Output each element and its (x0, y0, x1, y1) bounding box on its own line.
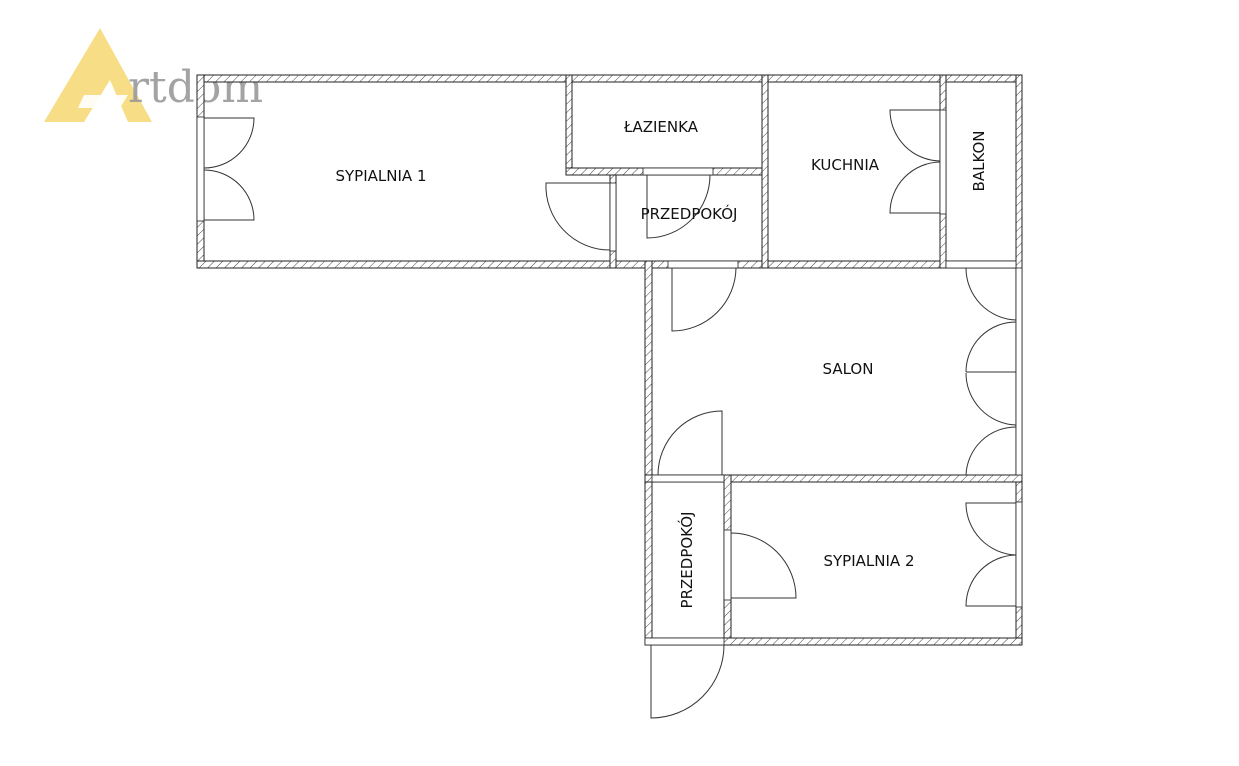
label-przedpokoj-1: PRZEDPOKÓJ (641, 204, 738, 223)
doors (203, 109, 1017, 719)
label-kuchnia: KUCHNIA (811, 156, 880, 174)
label-balkon: BALKON (970, 131, 988, 192)
label-lazienka: ŁAZIENKA (623, 118, 699, 136)
label-przedpokoj-2: PRZEDPOKÓJ (677, 512, 696, 609)
artdom-logo: rtdom (44, 28, 263, 122)
label-sypialnia-1: SYPIALNIA 1 (336, 167, 427, 185)
label-sypialnia-2: SYPIALNIA 2 (824, 552, 915, 570)
room-labels: SYPIALNIA 1 ŁAZIENKA PRZEDPOKÓJ KUCHNIA … (336, 118, 989, 608)
label-salon: SALON (823, 360, 874, 378)
svg-text:rtdom: rtdom (128, 62, 263, 113)
